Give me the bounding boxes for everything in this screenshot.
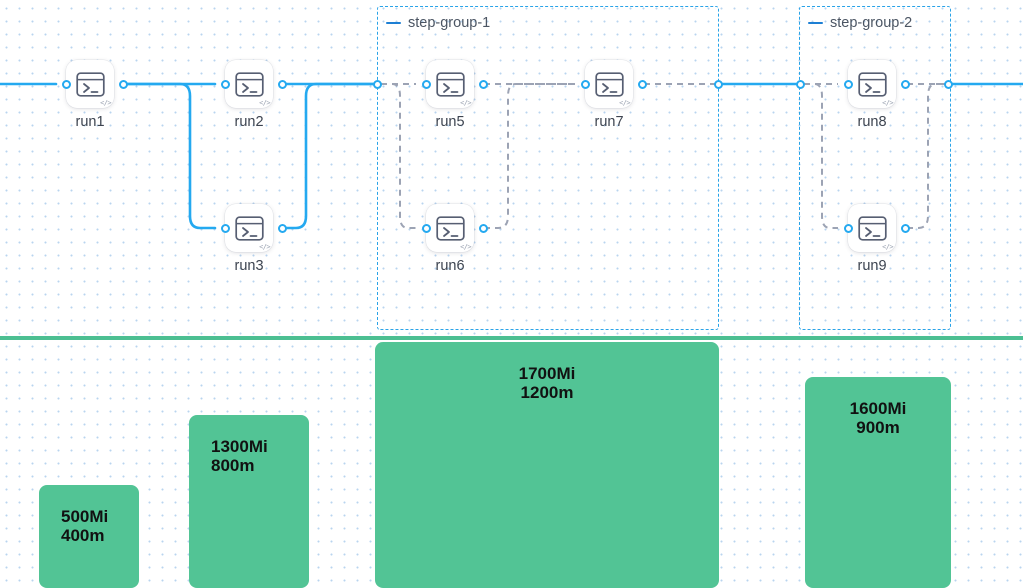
node-label: run2	[234, 114, 264, 130]
node-label: run5	[435, 114, 465, 130]
bar-3-cpu: 1200m	[520, 383, 574, 402]
node-run6[interactable]: </> run6	[419, 204, 488, 274]
node-card[interactable]: </>	[848, 204, 896, 252]
group-name-2: step-group-2	[830, 15, 913, 31]
port-input[interactable]	[421, 223, 431, 233]
port-output[interactable]	[118, 79, 128, 89]
port-input[interactable]	[580, 79, 590, 89]
bar-4-cpu: 900m	[856, 418, 900, 437]
terminal-icon	[234, 71, 264, 97]
port-output[interactable]	[277, 79, 287, 89]
terminal-icon	[857, 215, 887, 241]
terminal-icon	[857, 71, 887, 97]
edge-run6-to-run7	[484, 83, 575, 229]
node-run1[interactable]: </> run1	[59, 60, 128, 130]
port-output[interactable]	[478, 79, 488, 89]
bar-2-cpu: 800m	[211, 456, 255, 475]
port-output[interactable]	[277, 223, 287, 233]
terminal-icon	[75, 71, 105, 97]
port-output[interactable]	[900, 223, 910, 233]
port-input[interactable]	[843, 223, 853, 233]
node-run5[interactable]: </> run5	[419, 60, 488, 130]
edge-g1in-to-run6	[381, 83, 416, 229]
edge-run9-to-g2out	[907, 83, 945, 229]
node-label: run7	[594, 114, 624, 130]
node-card[interactable]: </>	[225, 204, 273, 252]
node-run3[interactable]: </> run3	[218, 204, 287, 274]
group-box-step-group-1[interactable]	[377, 6, 719, 330]
node-run7[interactable]: </> run7	[578, 60, 647, 130]
bar-1-memory: 500Mi	[61, 507, 109, 526]
group-box-step-group-2[interactable]	[799, 6, 951, 330]
node-card[interactable]: </>	[66, 60, 114, 108]
code-badge-icon: </>	[259, 243, 270, 251]
group-label-step-group-1[interactable]: step-group-1	[386, 15, 490, 31]
node-card[interactable]: </>	[426, 60, 474, 108]
port-input[interactable]	[61, 79, 71, 89]
terminal-icon	[594, 71, 624, 97]
node-card[interactable]: </>	[585, 60, 633, 108]
terminal-icon	[234, 215, 264, 241]
port-group1-output[interactable]	[713, 79, 723, 89]
port-input[interactable]	[421, 79, 431, 89]
edge-run3-to-group1	[283, 82, 376, 230]
code-badge-icon: </>	[460, 99, 471, 107]
bar-4-memory: 1600Mi	[849, 399, 907, 418]
terminal-icon	[435, 71, 465, 97]
code-badge-icon: </>	[259, 99, 270, 107]
node-card[interactable]: </>	[848, 60, 896, 108]
code-badge-icon: </>	[100, 99, 111, 107]
resource-bar-1[interactable]: 500Mi 400m	[39, 485, 139, 588]
port-output[interactable]	[900, 79, 910, 89]
port-output[interactable]	[637, 79, 647, 89]
node-run9[interactable]: </> run9	[841, 204, 910, 274]
bar-1-cpu: 400m	[61, 526, 105, 545]
bar-3-memory: 1700Mi	[518, 364, 576, 383]
resource-bar-3[interactable]: 1700Mi 1200m	[375, 342, 719, 588]
code-badge-icon: </>	[619, 99, 630, 107]
port-input[interactable]	[843, 79, 853, 89]
port-group1-input[interactable]	[372, 79, 382, 89]
port-input[interactable]	[220, 79, 230, 89]
minus-icon[interactable]	[386, 21, 401, 25]
bar-2-memory: 1300Mi	[211, 437, 268, 456]
resource-bar-2[interactable]: 1300Mi 800m	[189, 415, 309, 588]
code-badge-icon: </>	[882, 99, 893, 107]
resource-bar-4[interactable]: 1600Mi 900m	[805, 377, 951, 588]
port-group2-output[interactable]	[943, 79, 953, 89]
node-card[interactable]: </>	[426, 204, 474, 252]
node-run2[interactable]: </> run2	[218, 60, 287, 130]
minus-icon[interactable]	[808, 21, 823, 25]
port-output[interactable]	[478, 223, 488, 233]
group-label-step-group-2[interactable]: step-group-2	[808, 15, 912, 31]
terminal-icon	[435, 215, 465, 241]
node-card[interactable]: </>	[225, 60, 273, 108]
edge-g2in-to-run9	[804, 83, 838, 229]
node-label: run9	[857, 258, 887, 274]
node-label: run1	[75, 114, 105, 130]
node-label: run6	[435, 258, 465, 274]
node-run8[interactable]: </> run8	[841, 60, 910, 130]
code-badge-icon: </>	[882, 243, 893, 251]
edge-run1-to-run3	[124, 82, 217, 230]
node-label: run3	[234, 258, 264, 274]
port-input[interactable]	[220, 223, 230, 233]
port-group2-input[interactable]	[795, 79, 805, 89]
node-label: run8	[857, 114, 887, 130]
group-name-1: step-group-1	[408, 15, 491, 31]
section-divider	[0, 336, 1023, 340]
code-badge-icon: </>	[460, 243, 471, 251]
